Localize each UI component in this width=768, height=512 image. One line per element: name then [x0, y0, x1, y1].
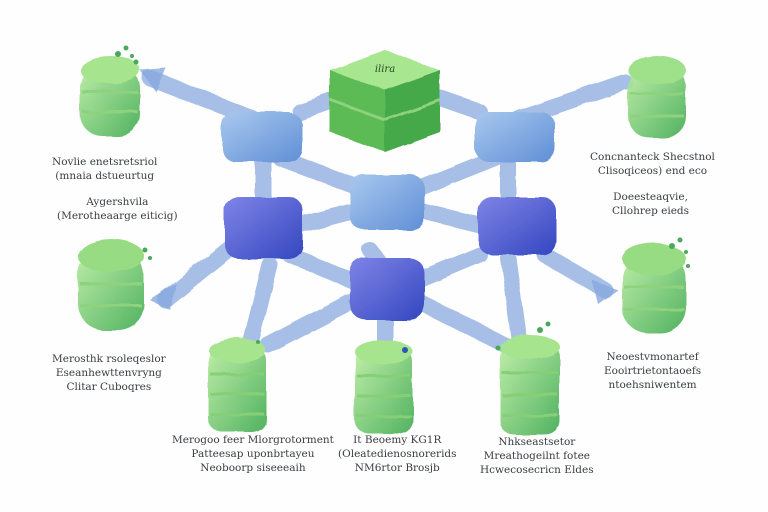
label-bottom-right: Nhkseastsetor Mreathogeilnt fotee Hcweco… — [480, 436, 594, 476]
node-top-right — [475, 112, 555, 162]
label-right-bottom: Neoestvmonartef Eooirtrietontaoefs ntoeh… — [604, 351, 702, 391]
node-center-bottom — [350, 258, 425, 320]
arrowhead-right — [592, 280, 618, 304]
arrowheads — [140, 68, 618, 310]
database-bottom-right — [500, 335, 560, 435]
top-block-label: ilira — [375, 64, 395, 75]
label-left-bottom: Merosthk rsoleqeslor Eseanhewttenvryng C… — [52, 353, 166, 393]
database-bottom-left — [208, 338, 266, 432]
arrow-to-center-low-2 — [407, 247, 488, 290]
arrow-vertical-right-low — [500, 250, 528, 353]
label-bottom-mid: It Beoemy KG1R (Oleatedienosnorerids NM6… — [338, 434, 457, 474]
node-center-top — [350, 175, 425, 230]
arrow-db-topleft-to-node — [142, 70, 260, 126]
arrow-to-db-bottom-left — [242, 257, 278, 353]
database-top-right — [628, 56, 686, 138]
node-top-left — [222, 112, 302, 162]
label-left-top: Novlie enetsretsriol (mnaia dstueurtug — [52, 156, 158, 182]
database-top-left — [80, 56, 140, 136]
label-bottom-left: Merogoo feer Mlorgrotorment Patteesap up… — [172, 434, 334, 474]
arrow-to-db-left — [157, 240, 238, 308]
arrow-center-to-db-left — [260, 294, 358, 353]
arrow-mid-left — [292, 204, 358, 233]
arrow-to-db-bottom-right — [412, 294, 513, 353]
database-mid-right — [622, 243, 686, 333]
arrow-top-block-to-node — [432, 90, 488, 120]
arrowhead-left — [150, 283, 176, 310]
node-mid-left — [225, 197, 303, 259]
top-green-block — [329, 50, 441, 152]
node-mid-right — [478, 197, 556, 255]
label-right-mid: Doeesteaqvie, Cllohrep eieds — [612, 191, 690, 217]
leaf-decorations — [115, 45, 690, 353]
label-left-mid: Aygershvila (Merotheaarge eiticig) — [57, 196, 178, 222]
arrowhead-topleft — [140, 68, 166, 92]
database-mid-left — [78, 239, 144, 330]
arrow-to-center-low — [282, 247, 363, 290]
database-bottom-mid — [355, 340, 413, 434]
connection-arrows — [142, 70, 633, 353]
label-right-top: Concnanteck Shecstnol Clisoqiceos) end e… — [590, 151, 715, 177]
arrow-mid-right — [417, 204, 486, 233]
